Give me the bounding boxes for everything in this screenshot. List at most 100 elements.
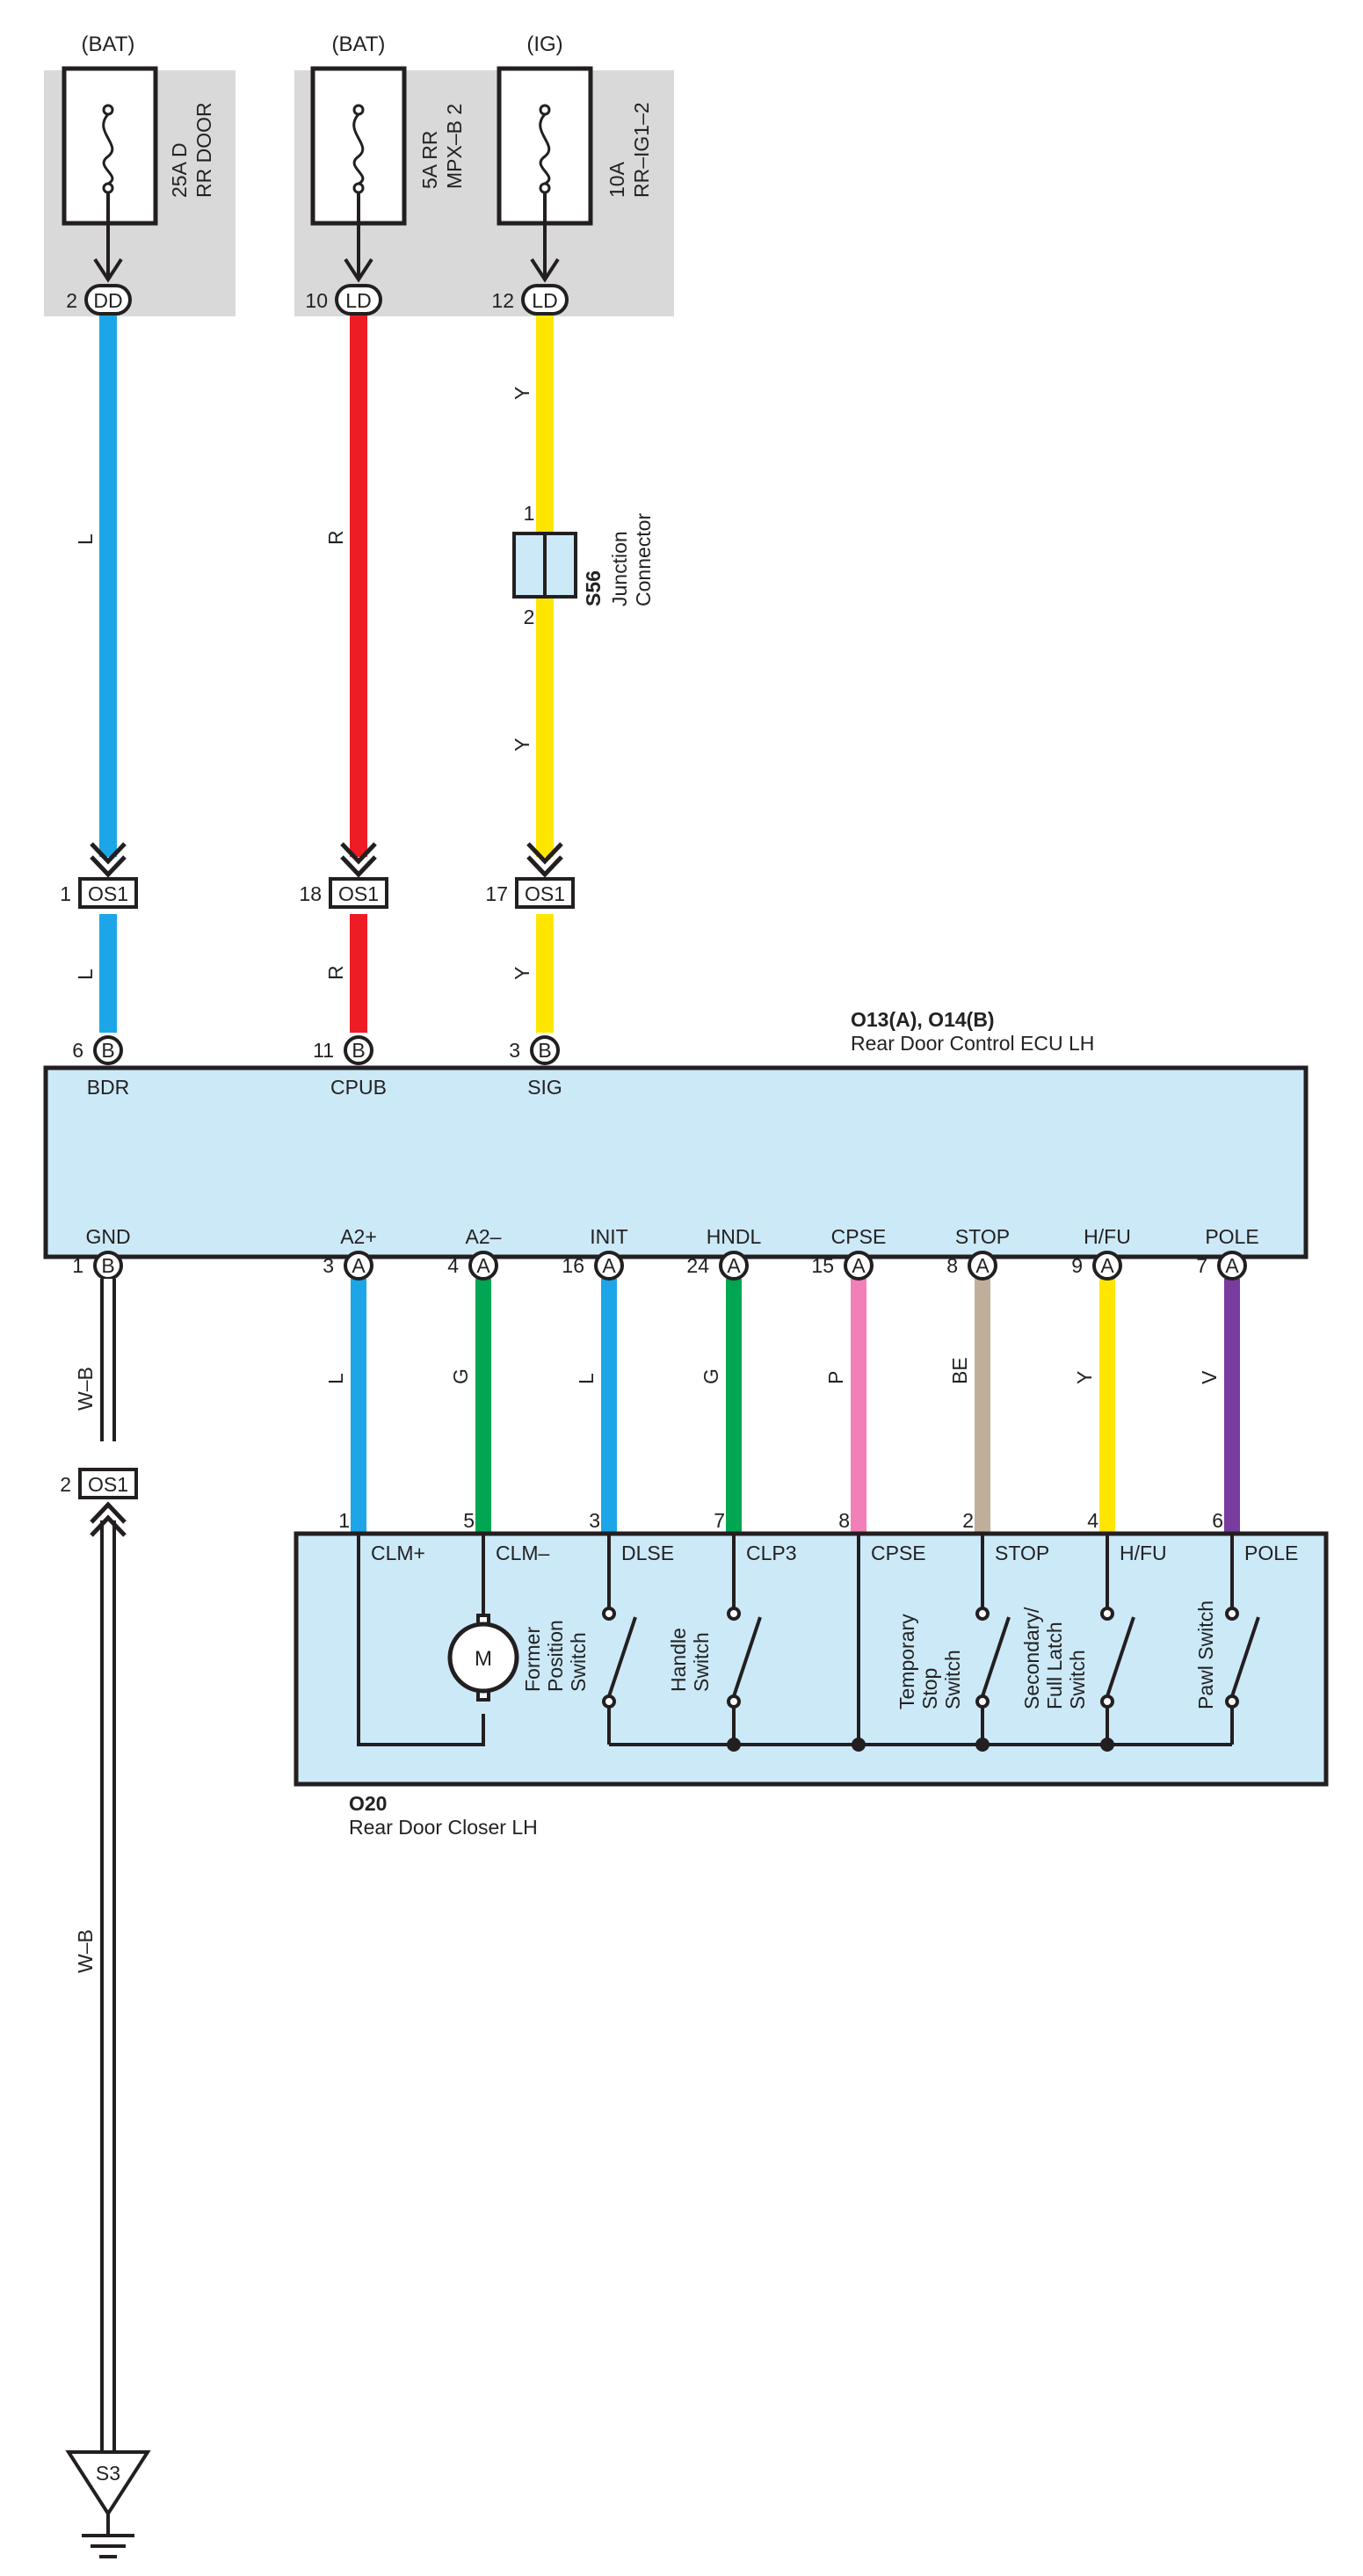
fuse-2-pin: 10 <box>305 289 328 312</box>
svg-text:9: 9 <box>1071 1254 1083 1277</box>
svg-text:A: A <box>352 1254 366 1277</box>
svg-text:Switch: Switch <box>941 1650 964 1709</box>
fuse-2-name: MPX–B 2 <box>443 104 466 189</box>
ecu-pin-bdr: B 6 BDR <box>72 1035 130 1099</box>
svg-text:INIT: INIT <box>590 1225 627 1248</box>
svg-text:24: 24 <box>686 1254 709 1277</box>
fuse-1-rating: 25A D <box>168 142 191 198</box>
svg-text:BDR: BDR <box>87 1076 130 1099</box>
wire-label-l-1: L <box>74 533 97 545</box>
svg-text:STOP: STOP <box>955 1225 1010 1248</box>
ecu-title: Rear Door Control ECU LH <box>851 1032 1094 1055</box>
ecu-pin-sig: B 3 SIG <box>509 1035 562 1099</box>
fuse-rr-door: 25A D RR DOOR <box>62 66 215 277</box>
svg-text:DLSE: DLSE <box>621 1542 674 1564</box>
svg-text:Switch: Switch <box>567 1632 590 1692</box>
wire-label-y-3: Y <box>511 967 533 980</box>
fuse-2-rating: 5A RR <box>418 131 441 189</box>
fuse-rr-ig1-2: 10A RR–IG1–2 <box>497 66 653 277</box>
fuse-1-pin: 2 <box>66 289 77 312</box>
svg-text:17: 17 <box>485 882 508 905</box>
label-pawl-switch: Pawl Switch <box>1194 1600 1217 1709</box>
closer-pin-h-fu: 4H/FU <box>1087 1509 1166 1564</box>
connector-ld-1: LD 10 <box>305 284 382 316</box>
ecu-pin-cpub: B 11 CPUB <box>313 1035 387 1099</box>
svg-text:OS1: OS1 <box>88 882 128 905</box>
svg-text:B: B <box>538 1039 551 1062</box>
label-former-position-switch: Former Position Switch <box>521 1620 590 1692</box>
svg-text:3: 3 <box>509 1039 520 1062</box>
svg-text:BE: BE <box>948 1357 971 1384</box>
wire-label-y-1: Y <box>511 387 533 400</box>
svg-text:8: 8 <box>946 1254 958 1277</box>
junction-dot <box>975 1738 990 1752</box>
s56-line1: Junction <box>608 531 631 606</box>
s56-line2: Connector <box>632 513 655 606</box>
svg-text:2: 2 <box>60 1473 71 1496</box>
svg-text:LD: LD <box>532 289 557 312</box>
svg-text:B: B <box>101 1039 114 1062</box>
svg-text:Stop: Stop <box>918 1668 941 1709</box>
junction-dot <box>727 1738 741 1752</box>
ecu-pin-stop: BE A8 STOP <box>946 1225 1010 1534</box>
svg-text:A: A <box>975 1254 990 1277</box>
svg-text:6: 6 <box>72 1039 83 1062</box>
fuse-3-supply: (IG) <box>526 33 562 56</box>
svg-text:STOP: STOP <box>995 1542 1049 1564</box>
svg-text:DD: DD <box>93 289 122 312</box>
motor-icon: M <box>447 1622 519 1694</box>
fuse-1-name: RR DOOR <box>192 102 215 198</box>
svg-text:LD: LD <box>345 289 371 312</box>
svg-text:G: G <box>449 1368 472 1384</box>
svg-text:Handle: Handle <box>667 1628 690 1692</box>
closer-title: Rear Door Closer LH <box>349 1816 538 1839</box>
label-handle-switch: Handle Switch <box>667 1628 713 1692</box>
svg-text:3: 3 <box>323 1254 334 1277</box>
closer-internal <box>357 1534 1232 1746</box>
svg-text:1: 1 <box>60 882 71 905</box>
ground-s3: S3 <box>65 2450 151 2558</box>
fuse-mpx-b2: 5A RR MPX–B 2 <box>310 66 466 277</box>
svg-text:CLP3: CLP3 <box>746 1542 797 1564</box>
svg-text:A2–: A2– <box>466 1225 502 1248</box>
svg-text:1: 1 <box>338 1509 350 1532</box>
svg-text:GND: GND <box>85 1225 130 1248</box>
svg-text:P: P <box>824 1371 847 1384</box>
connector-ld-2: LD 12 <box>491 284 569 316</box>
svg-text:CLM+: CLM+ <box>371 1542 425 1564</box>
os1-connector-18: OS1 18 <box>299 877 388 909</box>
svg-text:Full Latch: Full Latch <box>1043 1622 1066 1709</box>
ecu-title-codes: O13(A), O14(B) <box>851 1008 995 1031</box>
svg-text:POLE: POLE <box>1244 1542 1298 1564</box>
svg-text:Secondary/: Secondary/ <box>1020 1607 1043 1709</box>
ecu-box <box>43 1065 1309 1259</box>
os1-connector-17: OS1 17 <box>485 877 575 909</box>
os1-connector-2: OS1 2 <box>60 1468 138 1537</box>
svg-text:H/FU: H/FU <box>1120 1542 1167 1564</box>
svg-text:Former: Former <box>521 1627 544 1692</box>
svg-text:7: 7 <box>1196 1254 1207 1277</box>
s56-id: S56 <box>582 570 605 606</box>
svg-text:OS1: OS1 <box>338 882 379 905</box>
svg-text:G: G <box>700 1368 722 1384</box>
wire-label-r-2: R <box>324 965 347 980</box>
svg-text:15: 15 <box>811 1254 834 1277</box>
svg-text:SIG: SIG <box>527 1076 562 1099</box>
svg-text:A: A <box>1100 1254 1114 1277</box>
stop-switch <box>975 1534 1011 1745</box>
svg-text:A: A <box>852 1254 866 1277</box>
svg-text:V: V <box>1198 1370 1221 1384</box>
hfu-switch <box>1100 1534 1135 1745</box>
svg-text:A: A <box>602 1254 616 1277</box>
svg-text:B: B <box>352 1039 365 1062</box>
svg-text:S3: S3 <box>96 2462 120 2485</box>
